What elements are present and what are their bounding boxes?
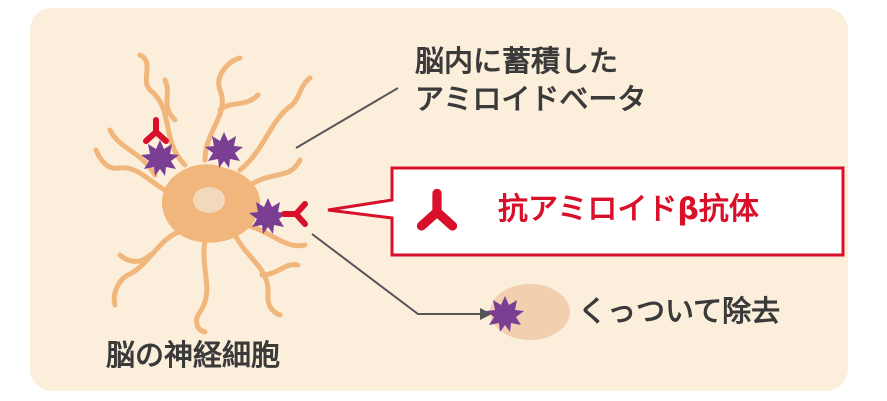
neuron-dendrites: [93, 52, 313, 335]
leader-line: [295, 87, 399, 149]
neuron-label: 脳の神経細胞: [106, 338, 281, 372]
removal-arrow: [311, 233, 480, 315]
removal-arrowhead: [480, 308, 492, 320]
antibody-label: 抗アミロイドβ抗体: [498, 192, 759, 227]
antibody-callout-box: [327, 166, 845, 257]
accumulated-label-line1: 脳内に蓄積した: [415, 44, 619, 78]
neuron-nucleus: [193, 187, 225, 213]
accumulated-amyloid-label: 脳内に蓄積した アミロイドベータ: [415, 42, 646, 118]
removal-label: くっついて除去: [578, 294, 781, 328]
accumulated-label-line2: アミロイドベータ: [415, 82, 647, 116]
